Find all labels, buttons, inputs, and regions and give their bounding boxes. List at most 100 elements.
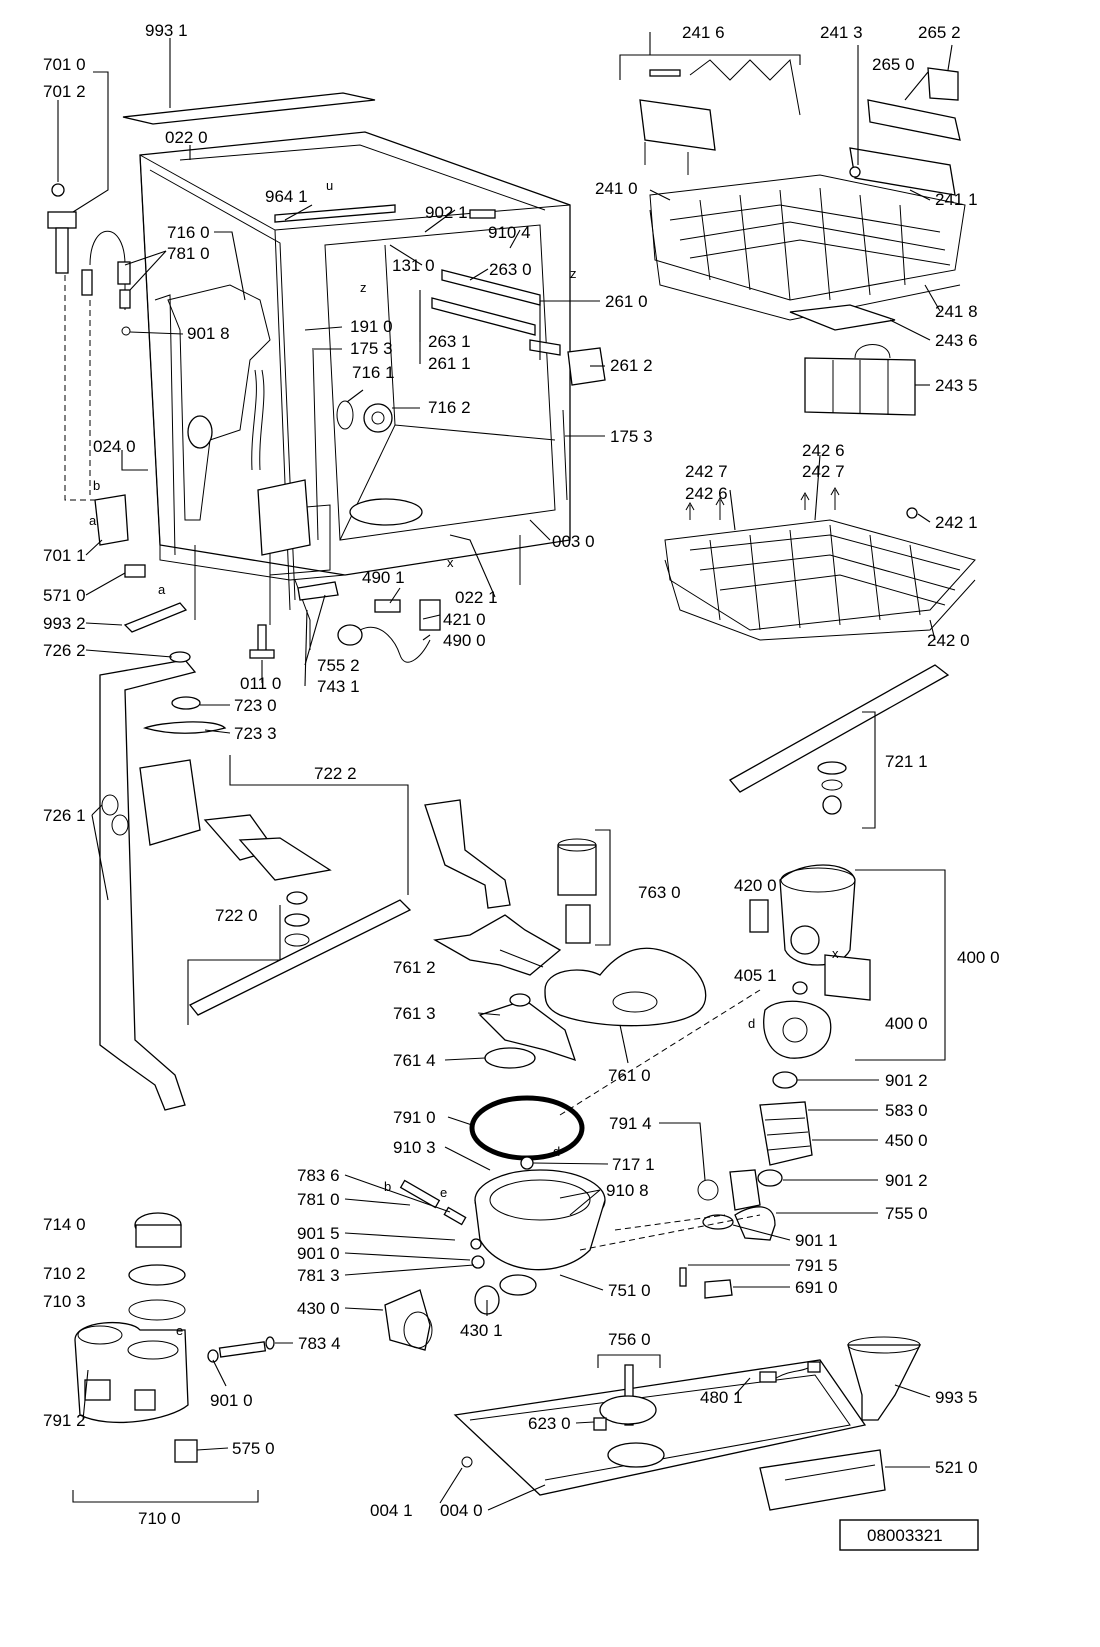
label-710-0: 710 0 (138, 1509, 181, 1528)
marker-b2: b (384, 1179, 391, 1194)
lower-spray-arm-721 (729, 664, 950, 829)
label-241-3: 241 3 (820, 23, 863, 42)
label-993-1: 993 1 (145, 21, 188, 40)
drawing-number-box: 08003321 (839, 1519, 979, 1551)
label-004-0: 004 0 (440, 1501, 483, 1520)
label-242-6b: 242 6 (685, 484, 728, 503)
label-791-4: 791 4 (609, 1114, 652, 1133)
label-131-0: 131 0 (392, 256, 435, 275)
label-243-5: 243 5 (935, 376, 978, 395)
part-labels: 993 1 701 0 701 2 022 0 964 1 902 1 910 … (43, 21, 1000, 1528)
label-024-0: 024 0 (93, 437, 136, 456)
marker-z2: z (570, 266, 577, 281)
label-726-2: 726 2 (43, 641, 86, 660)
label-714-0: 714 0 (43, 1215, 86, 1234)
label-242-6a: 242 6 (802, 441, 845, 460)
hose-group (559, 989, 813, 1299)
base-plate-group (453, 1336, 922, 1511)
label-241-6: 241 6 (682, 23, 725, 42)
label-450-0: 450 0 (885, 1131, 928, 1150)
marker-e1: e (440, 1185, 447, 1200)
label-721-1: 721 1 (885, 752, 928, 771)
label-783-6: 783 6 (297, 1166, 340, 1185)
label-901-0b: 901 0 (210, 1391, 253, 1410)
label-717-1: 717 1 (612, 1155, 655, 1174)
label-723-3: 723 3 (234, 724, 277, 743)
marker-d1: d (748, 1016, 755, 1031)
label-265-2: 265 2 (918, 23, 961, 42)
label-901-8: 901 8 (187, 324, 230, 343)
label-761-4: 761 4 (393, 1051, 436, 1070)
label-400-0a: 400 0 (957, 948, 1000, 967)
marker-d2: d (553, 1144, 560, 1159)
label-400-0b: 400 0 (885, 1014, 928, 1033)
label-901-5: 901 5 (297, 1224, 340, 1243)
spray-arm-supply (99, 651, 412, 1111)
label-623-0: 623 0 (528, 1414, 571, 1433)
label-405-1: 405 1 (734, 966, 777, 985)
label-761-2: 761 2 (393, 958, 436, 977)
label-716-1: 716 1 (352, 363, 395, 382)
label-261-1: 261 1 (428, 354, 471, 373)
label-241-1: 241 1 (935, 190, 978, 209)
label-722-0: 722 0 (215, 906, 258, 925)
salt-container-group (72, 1212, 275, 1503)
label-430-0: 430 0 (297, 1299, 340, 1318)
label-191-0: 191 0 (350, 317, 393, 336)
label-691-0: 691 0 (795, 1278, 838, 1297)
tub-cabinet (47, 92, 606, 663)
label-490-0: 490 0 (443, 631, 486, 650)
label-241-8: 241 8 (935, 302, 978, 321)
label-261-2: 261 2 (610, 356, 653, 375)
label-716-2: 716 2 (428, 398, 471, 417)
label-910-4: 910 4 (488, 223, 531, 242)
label-751-0: 751 0 (608, 1281, 651, 1300)
marker-a2: a (158, 582, 166, 597)
label-571-0: 571 0 (43, 586, 86, 605)
label-583-0: 583 0 (885, 1101, 928, 1120)
label-901-1: 901 1 (795, 1231, 838, 1250)
marker-x1: x (447, 555, 454, 570)
label-781-3: 781 3 (297, 1266, 340, 1285)
leader-lines (57, 32, 953, 1511)
label-993-5: 993 5 (935, 1388, 978, 1407)
pump-group (749, 864, 946, 1061)
label-783-4: 783 4 (298, 1334, 341, 1353)
label-791-0: 791 0 (393, 1108, 436, 1127)
label-521-0: 521 0 (935, 1458, 978, 1477)
marker-x2: x (832, 946, 839, 961)
label-430-1: 430 1 (460, 1321, 503, 1340)
label-901-2a: 901 2 (885, 1071, 928, 1090)
label-242-7a: 242 7 (685, 462, 728, 481)
label-901-2b: 901 2 (885, 1171, 928, 1190)
label-022-0: 022 0 (165, 128, 208, 147)
label-421-0: 421 0 (443, 610, 486, 629)
label-743-1: 743 1 (317, 677, 360, 696)
label-902-1: 902 1 (425, 203, 468, 222)
label-263-1: 263 1 (428, 332, 471, 351)
label-261-0: 261 0 (605, 292, 648, 311)
label-241-0: 241 0 (595, 179, 638, 198)
label-480-1: 480 1 (700, 1388, 743, 1407)
marker-a1: a (89, 513, 97, 528)
label-722-2: 722 2 (314, 764, 357, 783)
label-726-1: 726 1 (43, 806, 86, 825)
sump-group (384, 799, 707, 1351)
label-716-0: 716 0 (167, 223, 210, 242)
label-710-3: 710 3 (43, 1292, 86, 1311)
label-781-0a: 781 0 (167, 244, 210, 263)
label-910-8: 910 8 (606, 1181, 649, 1200)
label-003-0: 003 0 (552, 532, 595, 551)
label-175-3b: 175 3 (610, 427, 653, 446)
label-175-3a: 175 3 (350, 339, 393, 358)
label-701-0: 701 0 (43, 55, 86, 74)
label-755-0: 755 0 (885, 1204, 928, 1223)
marker-e2: e (176, 1323, 183, 1338)
label-761-3: 761 3 (393, 1004, 436, 1023)
label-964-1: 964 1 (265, 187, 308, 206)
label-022-1: 022 1 (455, 588, 498, 607)
label-242-7b: 242 7 (802, 462, 845, 481)
label-242-0: 242 0 (927, 631, 970, 650)
marker-u: u (326, 178, 333, 193)
